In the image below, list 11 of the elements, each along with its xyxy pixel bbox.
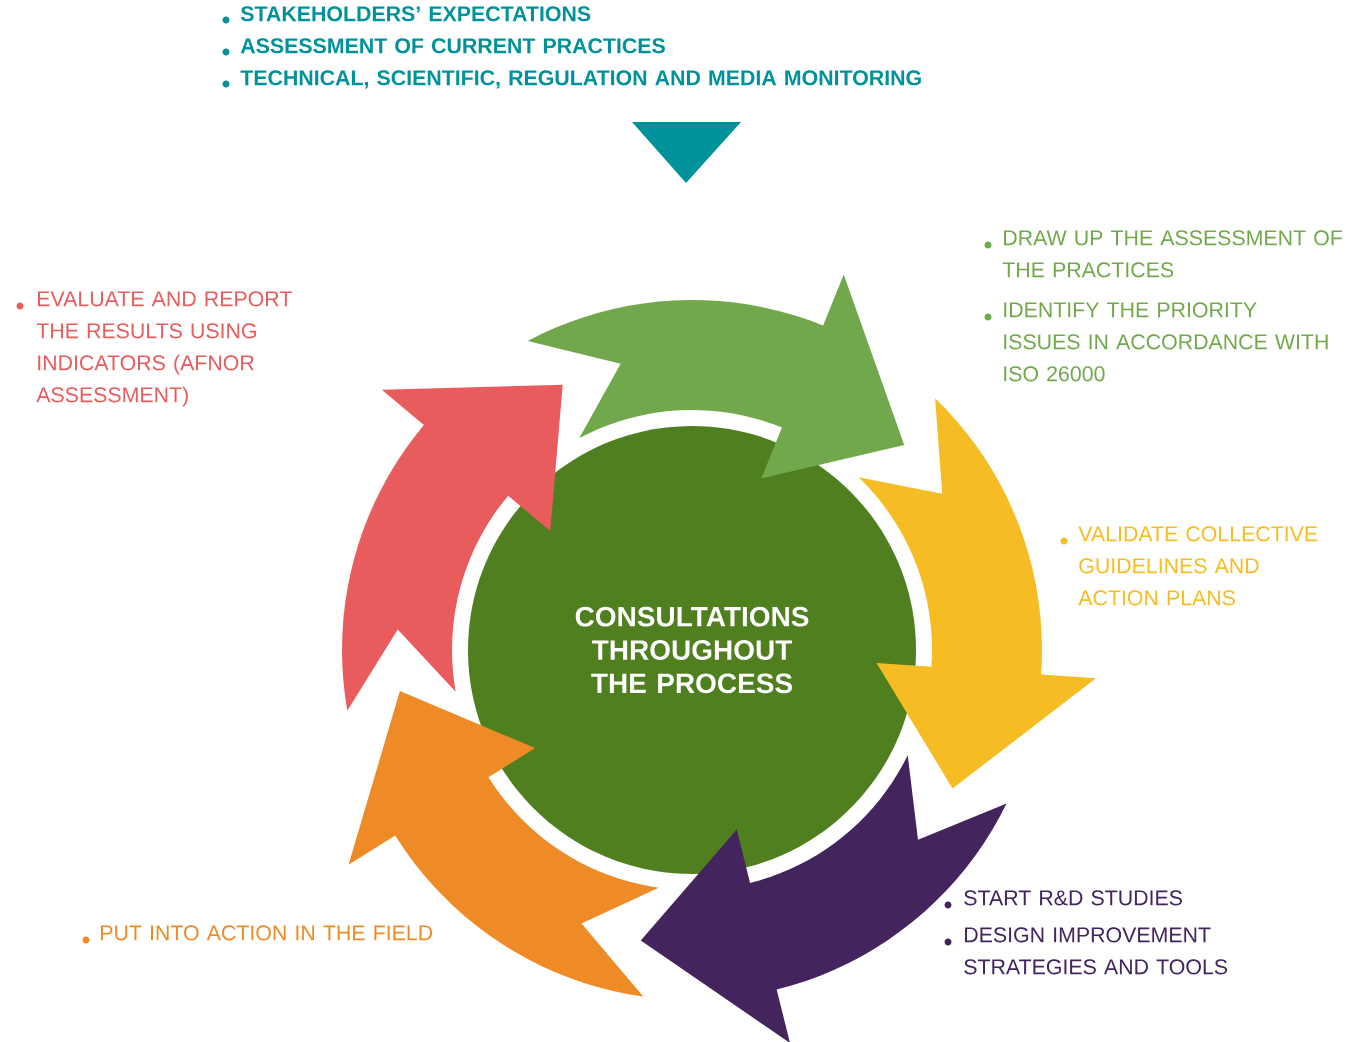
bullet-text: VALIDATE COLLECTIVE GUIDELINES AND ACTION PLANS xyxy=(1060,526,1318,606)
bullet-text: EVALUATE AND REPORT THE RESULTS USING INDICATORS (AFNOR ASSESSMENT) xyxy=(16,291,292,407)
bullet-text: START R&D STUDIES xyxy=(944,890,1182,909)
bullet-text: DESIGN IMPROVEMENT STRATEGIES AND TOOLS xyxy=(944,927,1228,975)
bullet-text: TECHNICAL, SCIENTIFIC, REGULATION AND MEDIA MONITORING xyxy=(222,70,921,89)
bullet-text: PUT INTO ACTION IN THE FIELD xyxy=(82,925,433,944)
bullet-text: DRAW UP THE ASSESSMENT OF THE PRACTICES xyxy=(984,230,1342,278)
bullet-text: STAKEHOLDERS’ EXPECTATIONS xyxy=(222,6,591,24)
bullet-text: IDENTIFY THE PRIORITY ISSUES IN ACCORDANCE WITH ISO 26000 xyxy=(984,302,1328,382)
center-disk: CONSULTATIONS THROUGHOUT THE PROCESS xyxy=(468,426,916,874)
bullet-text: ASSESSMENT OF CURRENT PRACTICES xyxy=(222,38,665,56)
